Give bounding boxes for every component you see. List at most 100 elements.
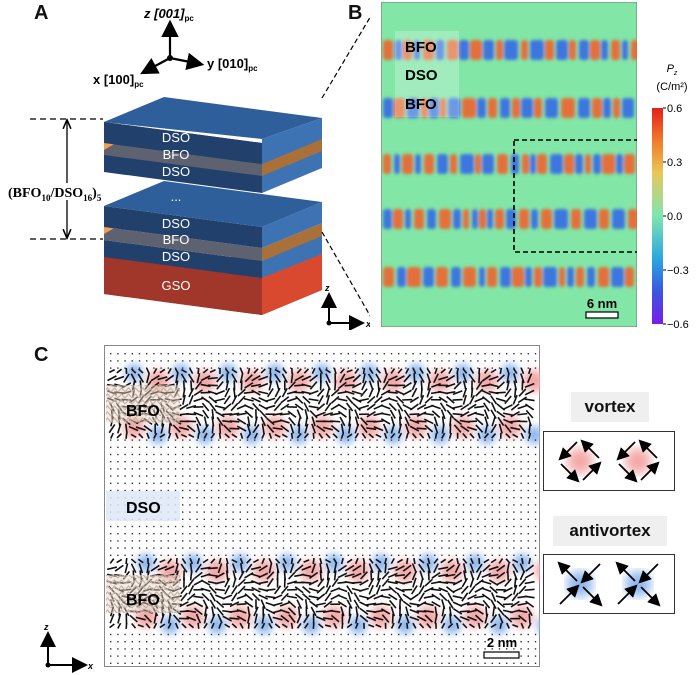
dipole-dot — [318, 453, 321, 456]
dipole-dot — [462, 497, 465, 499]
dipole-arrow — [304, 423, 309, 434]
dipole-dot — [275, 360, 277, 362]
dipole-dot — [354, 518, 357, 520]
dipole-arrow — [272, 616, 283, 621]
legend-arrow — [558, 441, 578, 461]
dipole-dot — [290, 439, 292, 441]
dipole-dot — [297, 525, 299, 528]
dipole-dot — [362, 554, 364, 556]
dipole-arrow — [387, 566, 398, 571]
dipole-dot — [275, 461, 277, 463]
dipole-dot — [412, 554, 414, 556]
dipole-arrow — [340, 606, 345, 617]
zoom-connector-bottom — [321, 231, 370, 317]
dipole-arrow — [280, 614, 290, 623]
colorbar-ticks: 0.60.30.0−0.3−0.6 — [663, 103, 689, 330]
dipole-dot — [441, 525, 443, 528]
dipole-dot — [462, 547, 465, 549]
dipole-dot — [390, 353, 393, 355]
dipole-arrow — [390, 622, 395, 629]
dipole-dot — [290, 475, 292, 477]
dipole-arrow — [258, 580, 269, 585]
dipole-arrow — [280, 403, 290, 411]
dipole-arrow — [330, 609, 341, 613]
dipole-dot — [326, 662, 328, 664]
dipole-dot — [254, 360, 256, 362]
dipole-dot — [383, 518, 385, 520]
dipole-dot — [196, 367, 198, 369]
dipole-dot — [405, 367, 407, 369]
dipole-arrow — [125, 557, 128, 565]
dipole-arrow — [441, 622, 446, 629]
dipole-arrow — [188, 623, 195, 629]
dipole-arrow — [281, 623, 288, 629]
dipole-dot — [196, 468, 198, 470]
dipole-dot — [484, 547, 486, 549]
dipole-dot — [513, 353, 515, 355]
dipole-dot — [390, 518, 393, 520]
dipole-dot — [347, 468, 349, 470]
dipole-arrow — [174, 432, 179, 439]
dipole-dot — [182, 525, 184, 528]
dipole-arrow — [456, 622, 460, 629]
dipole-dot — [268, 533, 270, 535]
y-axis-arrow — [169, 52, 205, 71]
dipole-dot — [369, 533, 371, 535]
y-axis-label: y [010]pc — [207, 56, 258, 73]
dipole-dot — [304, 453, 306, 456]
dipole-dot — [218, 511, 220, 513]
dipole-dot — [304, 504, 306, 506]
dipole-dot — [239, 360, 241, 362]
dipole-dot — [196, 489, 198, 492]
positive-pz-domain — [598, 267, 609, 287]
dipole-arrow — [477, 432, 481, 439]
dipole-arrow — [282, 557, 287, 565]
vortex-core — [441, 560, 463, 582]
dipole-dot — [210, 633, 213, 636]
dipole-dot — [174, 353, 177, 355]
dipole-dot — [470, 360, 472, 362]
dipole-dot — [160, 367, 162, 369]
dipole-arrow — [524, 398, 535, 402]
dipole-dot — [448, 533, 450, 535]
dipole-dot — [347, 475, 349, 477]
negative-pz-domain — [525, 267, 532, 287]
dipole-dot — [376, 511, 378, 513]
dipole-dot — [239, 497, 241, 499]
dipole-dot — [153, 633, 155, 636]
dipole-dot — [455, 633, 457, 636]
dipole-arrow — [274, 623, 281, 629]
dipole-dot — [232, 367, 234, 369]
dipole-dot — [470, 633, 472, 636]
dipole-arrow — [279, 419, 290, 424]
dipole-dot — [448, 453, 450, 456]
dipole-dot — [448, 497, 450, 499]
dipole-arrow — [431, 601, 441, 608]
dipole-arrow — [197, 367, 200, 375]
dipole-arrow — [244, 382, 254, 389]
dipole-dot — [239, 439, 241, 441]
dipole-dot — [311, 525, 313, 528]
dipole-arrow — [368, 624, 375, 628]
dipole-dot — [484, 518, 486, 520]
dipole-dot — [189, 655, 191, 657]
dipole-arrow — [288, 571, 296, 580]
dipole-dot — [218, 482, 220, 484]
dipole-dot — [189, 439, 191, 441]
dipole-dot — [455, 662, 457, 664]
vortex-core — [276, 606, 298, 628]
dipole-arrow — [337, 594, 348, 600]
dipole-dot — [534, 540, 537, 542]
dipole-arrow — [423, 595, 434, 599]
dipole-arrow — [187, 578, 195, 588]
dipole-dot — [354, 439, 357, 441]
dipole-dot — [426, 439, 429, 441]
dipole-dot — [462, 446, 465, 448]
dipole-dot — [167, 525, 169, 528]
dipole-dot — [117, 533, 119, 535]
dipole-arrow — [218, 432, 222, 439]
dipole-dot — [340, 648, 342, 650]
dipole-dot — [218, 468, 220, 470]
dipole-arrow — [309, 600, 319, 608]
dipole-dot — [182, 497, 184, 499]
